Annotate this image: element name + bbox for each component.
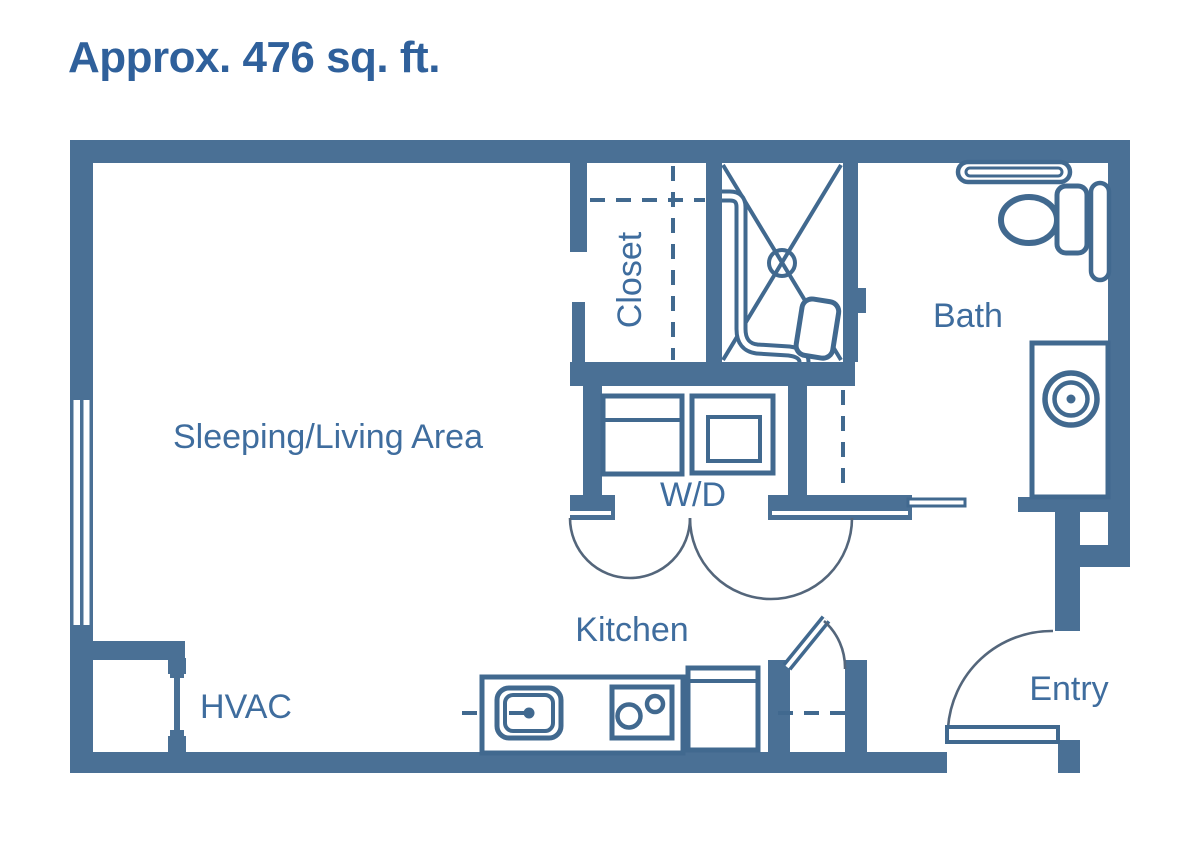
- kitchen-sink-inner: [503, 693, 555, 733]
- labels: Approx. 476 sq. ft. Sleeping/Living Area…: [68, 33, 1109, 726]
- label-sleeping-living: Sleeping/Living Area: [173, 418, 483, 456]
- vanity-drain: [1066, 394, 1076, 404]
- burner-small: [644, 693, 666, 715]
- label-kitchen: Kitchen: [575, 611, 688, 649]
- kitchen-fixtures: [479, 665, 761, 756]
- hvac-door-nub-bottom: [170, 730, 184, 736]
- wall-closet-left-upper: [570, 163, 587, 252]
- kitchen-door-arc: [823, 620, 847, 670]
- wall-entry-stub: [1055, 512, 1080, 631]
- wall-closet-bottom: [570, 362, 855, 386]
- wall-shower-left: [706, 163, 722, 362]
- wd-door-arc-left: [568, 517, 692, 580]
- wall-shower-right: [843, 163, 858, 362]
- towel-bar-inner: [964, 166, 1064, 178]
- bath-pocket-door-leaf: [906, 497, 967, 508]
- wall-kitchen-jamb-right: [845, 660, 867, 755]
- label-wd: W/D: [660, 476, 726, 514]
- wall-closet-left-stub: [572, 302, 585, 364]
- label-bath: Bath: [933, 297, 1003, 335]
- shower-drain-icon: [767, 248, 797, 278]
- wall-wd-left: [583, 386, 602, 497]
- toilet-bowl: [998, 194, 1060, 246]
- walls: [70, 140, 1130, 773]
- vanity: [1029, 340, 1111, 500]
- toilet-tank: [1054, 183, 1090, 256]
- wall-top: [70, 140, 1130, 163]
- bath-fixtures: [955, 159, 1112, 500]
- burner-large: [615, 702, 643, 730]
- hvac-door-nub-top: [170, 672, 184, 678]
- wall-vanity-bottom: [1018, 497, 1113, 512]
- wall-right-upper: [1108, 140, 1130, 567]
- label-closet: Closet: [611, 231, 649, 328]
- label-hvac: HVAC: [200, 688, 292, 726]
- hvac-door-line: [174, 677, 180, 731]
- grab-bar: [1088, 180, 1112, 283]
- wall-hvac-right-bottom: [168, 736, 186, 754]
- shower-seat: [793, 296, 842, 361]
- wall-bath-door: [768, 495, 912, 520]
- wall-hvac-right-top: [168, 658, 186, 674]
- wall-wd-left-stub: [570, 495, 615, 520]
- wd-door-arc-right: [688, 517, 854, 601]
- label-entry: Entry: [1029, 670, 1108, 708]
- page-title: Approx. 476 sq. ft.: [68, 33, 440, 82]
- kitchen-faucet: [523, 707, 535, 719]
- washer-dryer: [600, 393, 776, 477]
- doors: [568, 517, 1060, 744]
- wall-left-lower: [70, 624, 93, 773]
- wall-left-upper: [70, 140, 93, 402]
- shower: [721, 163, 843, 363]
- washer: [600, 393, 685, 477]
- entry-door-leaf: [945, 725, 1060, 744]
- vanity-sink-outer: [1042, 370, 1100, 428]
- wd-stub-slot: [570, 511, 611, 515]
- vanity-sink-inner: [1052, 380, 1090, 418]
- dryer-door: [706, 415, 762, 463]
- wall-wd-right: [788, 386, 807, 497]
- window-left: [70, 400, 93, 625]
- wall-bottom: [70, 752, 947, 773]
- entry-door-arc: [946, 629, 1054, 729]
- wall-entry-bottom-stub: [1058, 740, 1080, 773]
- towel-bar: [955, 159, 1073, 185]
- bath-wall-slot: [772, 511, 908, 515]
- wall-hvac-top: [88, 641, 185, 660]
- wall-kitchen-jamb-left: [768, 660, 790, 755]
- wall-shower-valve-bump: [856, 288, 866, 313]
